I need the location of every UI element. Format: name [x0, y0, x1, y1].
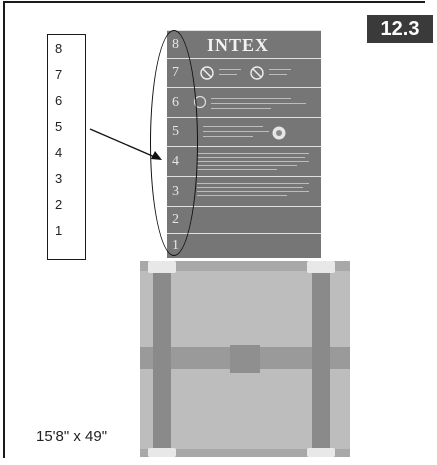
pool-wall-illustration — [140, 261, 350, 457]
row-number-legend: 8 7 6 5 4 3 2 1 — [47, 34, 86, 260]
no-diving-icon — [200, 66, 214, 80]
section-badge: 12.3 — [367, 15, 433, 43]
legend-number: 1 — [55, 223, 63, 238]
legend-number: 3 — [55, 171, 63, 186]
child-supervision-icon — [272, 126, 286, 140]
pool-size-label: 15'8" x 49" — [36, 428, 108, 445]
panel-row-8: 8 INTEX — [167, 30, 321, 58]
highlight-ellipse — [150, 30, 198, 256]
page-frame — [3, 1, 425, 458]
legend-number: 2 — [55, 197, 63, 212]
brand-logo: INTEX — [207, 35, 270, 55]
legend-number: 4 — [55, 145, 63, 160]
legend-number: 5 — [55, 119, 63, 134]
no-jumping-icon — [250, 66, 264, 80]
legend-number: 8 — [55, 41, 63, 56]
legend-number: 6 — [55, 93, 63, 108]
panel-row-1: 1 — [167, 233, 321, 258]
legend-number: 7 — [55, 67, 63, 82]
